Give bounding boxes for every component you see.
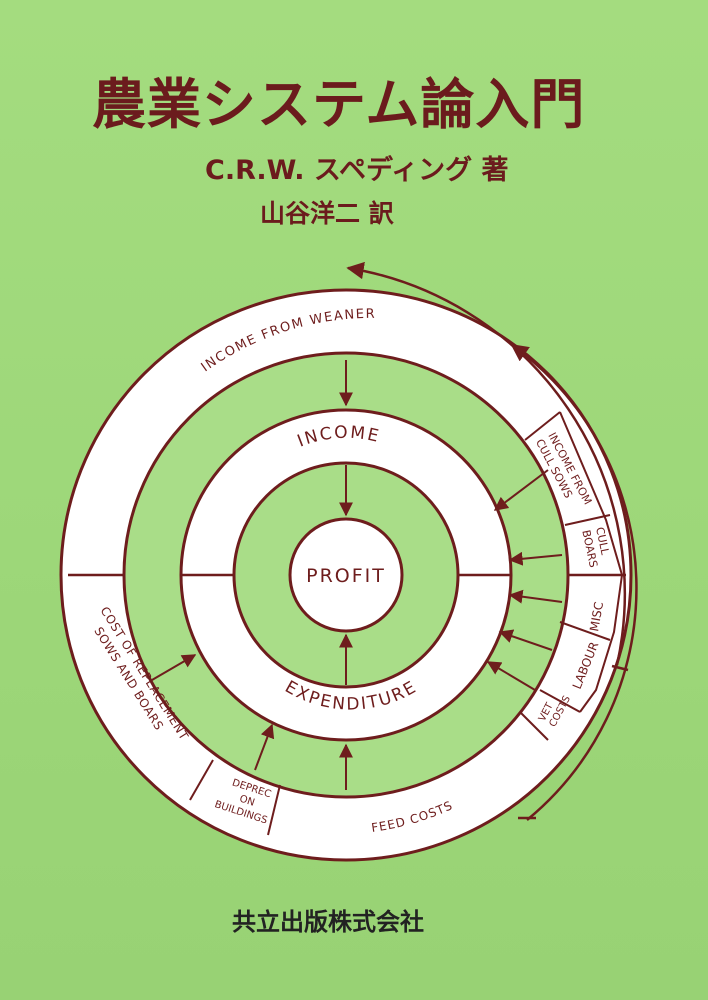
label-income-from-weaners: INCOME FROM WEANERS (0, 0, 376, 375)
segment-divider (539, 689, 581, 713)
arrow-vet (486, 661, 536, 691)
publisher-name: 共立出版株式会社 (232, 907, 424, 936)
segment-divider (519, 711, 549, 741)
segment-divider (189, 759, 214, 801)
arrow-labour (498, 629, 553, 651)
segment-divider (564, 514, 611, 526)
svg-text:MISC: MISC (587, 601, 606, 633)
translator-line: 山谷洋二 訳 (260, 199, 394, 228)
right-boxes-outline (559, 411, 624, 713)
arrow-deprec (254, 723, 275, 771)
author-line: C.R.W. スペディング 著 (205, 155, 509, 186)
book-title: 農業システム論入門 (92, 73, 586, 136)
arrow-cull-boars (508, 551, 563, 566)
label-profit: PROFIT (306, 565, 386, 587)
arrow-cull-sows (493, 469, 549, 511)
segment-divider (524, 411, 561, 441)
feedback-arc-top (346, 261, 627, 666)
arrow-replacement (151, 654, 197, 681)
feedback-arc-top-tick (611, 664, 629, 672)
svg-text:CULL: CULL (593, 526, 612, 557)
profit-circle (288, 517, 404, 633)
feedback-arc-outer (510, 343, 638, 821)
svg-text:ON: ON (238, 794, 256, 809)
arrow-misc (508, 589, 563, 604)
segment-divider (267, 784, 281, 836)
label-misc: MISC (587, 601, 606, 633)
segment-divider (559, 621, 611, 641)
